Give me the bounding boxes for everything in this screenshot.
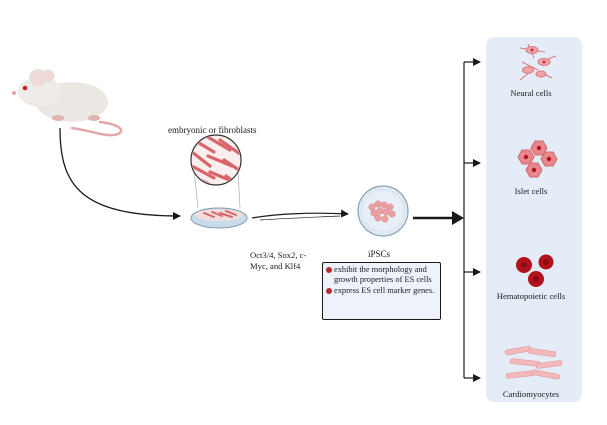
mouse-icon bbox=[12, 69, 123, 137]
property-item: exhibit the morphology and growth proper… bbox=[326, 265, 437, 285]
hematopoietic-cells-label: Hematopoietic cells bbox=[496, 291, 566, 301]
islet-cells-icon bbox=[517, 140, 558, 178]
property-item: express ES cell marker genes. bbox=[326, 286, 437, 296]
arrow-mouse-to-dish bbox=[59, 127, 181, 220]
property-text: express ES cell marker genes. bbox=[334, 286, 435, 295]
ipsc-label: iPSCs bbox=[368, 249, 391, 259]
hematopoietic-cells-icon bbox=[516, 254, 554, 287]
cardiomyocytes-icon bbox=[504, 345, 563, 380]
reprogramming-factors-label: Oct3/4, Sox2, c-Myc, and Klf4 bbox=[250, 250, 307, 271]
source-cells-label: embryonic or fibroblasts bbox=[168, 125, 257, 135]
islet-cells-label: Islet cells bbox=[514, 186, 548, 196]
fibroblast-magnified-icon bbox=[190, 134, 242, 209]
neural-cells-label: Neural cells bbox=[510, 88, 552, 98]
bullet-icon bbox=[326, 267, 332, 273]
derived-cells-panel bbox=[486, 37, 582, 402]
cardiomyocytes-label: Cardiomyocytes bbox=[502, 389, 560, 399]
neural-cells-icon bbox=[519, 43, 557, 81]
property-text: exhibit the morphology and growth proper… bbox=[334, 265, 432, 284]
ipsc-properties-box: exhibit the morphology and growth proper… bbox=[322, 262, 441, 320]
ipsc-dish-icon bbox=[357, 185, 409, 237]
bullet-icon bbox=[326, 288, 332, 294]
arrow-dish-to-ipsc bbox=[251, 209, 349, 219]
branch-arrows bbox=[463, 58, 481, 382]
fibroblast-dish-icon bbox=[190, 207, 248, 229]
